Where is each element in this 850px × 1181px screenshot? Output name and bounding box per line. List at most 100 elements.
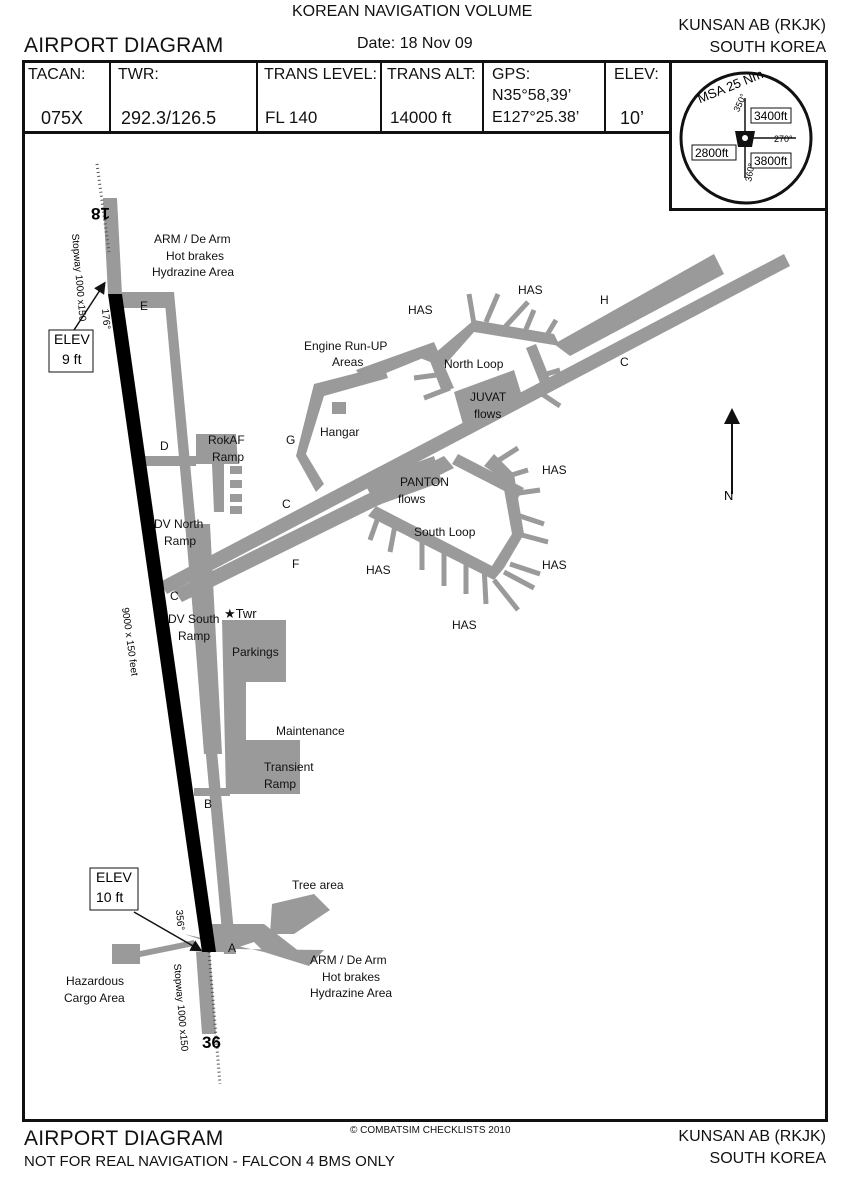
taxiway-network xyxy=(103,198,790,1034)
taxiway-label-e: E xyxy=(140,299,148,313)
stopway-north-label: Stopway 1000 x150 xyxy=(69,233,88,322)
elev-south-box xyxy=(89,867,139,911)
trans-alt-value: 14000 ft xyxy=(390,108,452,127)
juvat-label-2: flows xyxy=(474,407,501,421)
approach-line-north xyxy=(95,163,111,253)
chart-date: Date: 18 Nov 09 xyxy=(357,35,473,52)
footer-country: SOUTH KOREA xyxy=(709,1150,826,1167)
stopway-north xyxy=(103,198,122,294)
taxiway-c xyxy=(160,254,790,594)
runway-end-north: 18 xyxy=(91,204,110,223)
arm-north-label-1: ARM / De Arm xyxy=(154,232,231,246)
transient-label-1: Transient xyxy=(264,760,314,774)
arm-south-label-1: ARM / De Arm xyxy=(310,953,387,967)
elev-north-arrow xyxy=(73,281,106,331)
cell-divider xyxy=(380,62,382,132)
disclaimer: NOT FOR REAL NAVIGATION - FALCON 4 BMS O… xyxy=(24,1153,395,1170)
elev-south-value: 10 ft xyxy=(96,889,123,905)
elev-north-label: ELEV xyxy=(54,331,90,347)
msa-alt-box xyxy=(691,144,737,161)
taxiway-a-east xyxy=(184,934,324,966)
footer-airport: KUNSAN AB (RKJK) xyxy=(678,1128,826,1145)
dv-south-label-2: Ramp xyxy=(178,629,210,643)
panton-pad xyxy=(364,456,442,506)
stopway-south xyxy=(196,952,216,1034)
tacan-value: 075X xyxy=(41,108,84,128)
footer-title: AIRPORT DIAGRAM xyxy=(24,1127,224,1150)
panton-label-1: PANTON xyxy=(400,475,449,489)
dv-north-label-1: DV North xyxy=(154,517,203,531)
rokaf-stub xyxy=(230,466,242,474)
cell-divider xyxy=(256,62,258,132)
dv-north-label-2: Ramp xyxy=(164,534,196,548)
taxiway-label-d: D xyxy=(160,439,169,453)
twr-label: ★Twr xyxy=(224,606,257,621)
parkings-label: Parkings xyxy=(232,645,279,659)
south-loop-label: South Loop xyxy=(414,525,476,539)
tree-area xyxy=(270,894,330,934)
msa-alt-se: 3800ft xyxy=(754,154,788,168)
has-label: HAS xyxy=(542,463,567,477)
taxiway-label-h: H xyxy=(600,293,609,307)
has-spurs xyxy=(367,293,562,612)
taxiway-label-c: C xyxy=(170,589,179,603)
elev-north-value: 9 ft xyxy=(62,351,82,367)
juvat-label-1: JUVAT xyxy=(470,390,507,404)
navaid-center-icon xyxy=(742,135,748,141)
msa-alt-box xyxy=(750,107,792,124)
tree-area-label: Tree area xyxy=(292,878,344,892)
hazardous-label-2: Cargo Area xyxy=(64,991,125,1005)
airport-country: SOUTH KOREA xyxy=(709,39,826,56)
has-label: HAS xyxy=(542,558,567,572)
north-loop-label: North Loop xyxy=(444,357,504,371)
chart-frame xyxy=(22,60,828,1122)
info-row-divider xyxy=(22,131,672,134)
panton-label-2: flows xyxy=(398,492,425,506)
runway-dimensions: 9000 x 150 feet xyxy=(119,607,140,677)
twr-value: 292.3/126.5 xyxy=(121,108,217,128)
gps-lat: N35°58,39’ xyxy=(492,87,572,104)
dv-south-label-1: DV South xyxy=(168,612,219,626)
msa-alt-w: 2800ft xyxy=(695,146,729,160)
airport-name: KUNSAN AB (RKJK) xyxy=(678,17,826,34)
airport-map: N ELEV 9 ft ELEV 10 ft 18 36 9000 x 150 … xyxy=(48,163,790,1085)
taxiway-g xyxy=(296,366,388,492)
arm-south-label-2: Hot brakes xyxy=(322,970,380,984)
juvat-pad xyxy=(454,370,522,428)
msa-brg-n: 350° xyxy=(732,92,749,113)
engine-runup-label-1: Engine Run-UP xyxy=(304,339,387,353)
has-label: HAS xyxy=(366,563,391,577)
msa-alt-box xyxy=(750,152,792,169)
elev-value: 10’ xyxy=(620,108,645,128)
elev-south-label: ELEV xyxy=(96,869,132,885)
taxiway-label-f: F xyxy=(292,557,299,571)
maintenance-label: Maintenance xyxy=(276,724,345,738)
trans-level-value: FL 140 xyxy=(265,108,318,127)
gps-lon: E127°25.38’ xyxy=(492,109,580,126)
north-loop-spur xyxy=(526,344,552,388)
runway xyxy=(108,294,216,952)
north-loop xyxy=(434,320,560,366)
heading-north: 176° xyxy=(99,308,112,330)
volume-title: KOREAN NAVIGATION VOLUME xyxy=(292,3,533,20)
msa-brg-e: 270° xyxy=(774,134,793,144)
hangar-label: Hangar xyxy=(320,425,359,439)
taxiway-h xyxy=(554,254,724,356)
hazardous-label-1: Hazardous xyxy=(66,974,124,988)
taxiway-label-c: C xyxy=(282,497,291,511)
heading-south: 356° xyxy=(173,909,186,931)
msa-alt-ne: 3400ft xyxy=(754,109,788,123)
msa-box xyxy=(669,60,828,211)
rokaf-label-1: RokAF xyxy=(208,433,245,447)
elev-north-box xyxy=(48,329,94,373)
rokaf-label-2: Ramp xyxy=(212,450,244,464)
transient-label-2: Ramp xyxy=(264,777,296,791)
taxiway-label-a: A xyxy=(228,941,236,955)
tacan-label: TACAN: xyxy=(28,66,86,83)
has-label: HAS xyxy=(518,283,543,297)
twr-label: TWR: xyxy=(118,66,159,83)
north-label: N xyxy=(724,488,733,503)
msa-ring xyxy=(679,71,813,205)
taxiway-label-g: G xyxy=(286,433,295,447)
page-title: AIRPORT DIAGRAM xyxy=(24,34,224,57)
